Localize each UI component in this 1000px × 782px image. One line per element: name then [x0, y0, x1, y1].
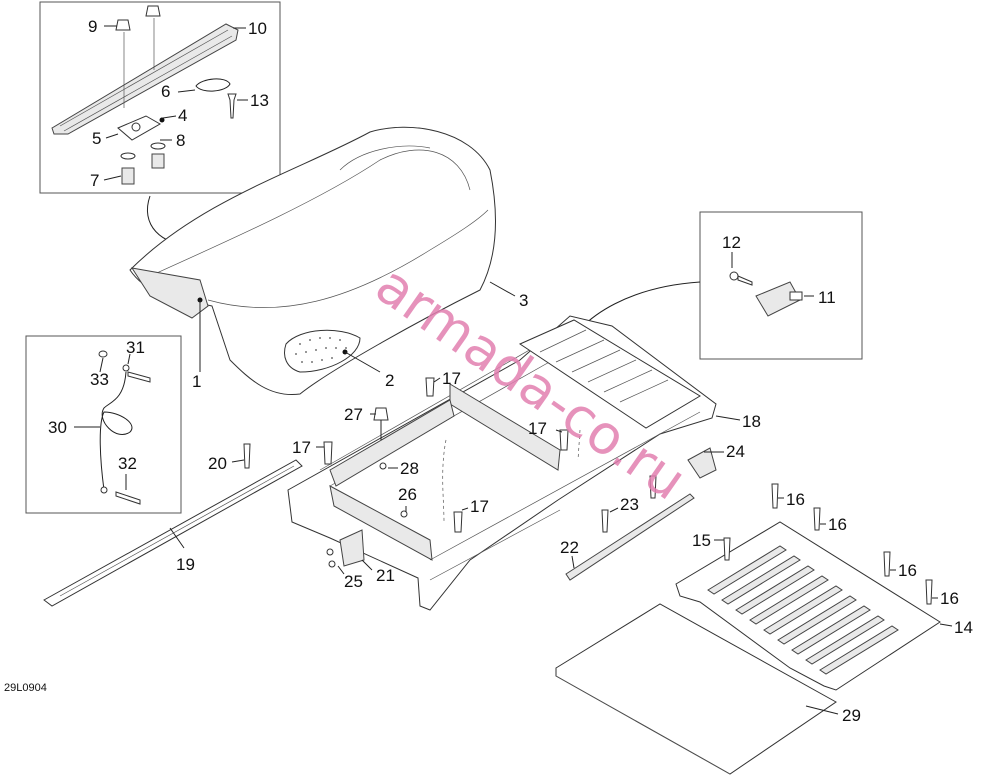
callout-23: 23	[620, 495, 639, 514]
callout-17a: 17	[442, 369, 461, 388]
callout-17c: 17	[528, 419, 547, 438]
callout-4: 4	[178, 106, 187, 125]
detail-box-tether	[25, 335, 182, 514]
callout-3: 3	[519, 291, 528, 310]
callout-17b: 17	[292, 438, 311, 457]
callout-16d: 16	[940, 589, 959, 608]
callout-13: 13	[250, 91, 269, 110]
side-rail	[43, 443, 303, 607]
callout-15: 15	[692, 531, 711, 550]
callout-16a: 16	[786, 490, 805, 509]
callout-14: 14	[954, 618, 973, 637]
callout-12: 12	[722, 233, 741, 252]
callout-24: 24	[726, 442, 745, 461]
callout-2: 2	[385, 371, 394, 390]
rack-panel	[675, 483, 953, 691]
callout-29: 29	[842, 706, 861, 725]
seat-assembly	[129, 126, 516, 396]
callout-7: 7	[90, 171, 99, 190]
mat	[555, 603, 839, 775]
callout-16c: 16	[898, 561, 917, 580]
callout-30: 30	[48, 418, 67, 437]
diagram-code: 29L0904	[4, 682, 47, 694]
callout-labels: 1 2 3 4 5 6 7 8 9 10 11 12 13 14 15 16 1…	[48, 17, 973, 725]
callout-9: 9	[88, 17, 97, 36]
callout-22: 22	[560, 538, 579, 557]
trim-strips	[565, 447, 724, 581]
storage-frame	[287, 315, 741, 611]
callout-31: 31	[126, 338, 145, 357]
callout-8: 8	[176, 131, 185, 150]
callout-16b: 16	[828, 515, 847, 534]
callout-26: 26	[398, 485, 417, 504]
callout-17d: 17	[470, 497, 489, 516]
callout-20: 20	[208, 454, 227, 473]
callout-18: 18	[742, 412, 761, 431]
callout-10: 10	[248, 19, 267, 38]
detail-box-handle	[39, 1, 281, 250]
callout-21: 21	[376, 566, 395, 585]
callout-27: 27	[344, 405, 363, 424]
callout-33: 33	[90, 370, 109, 389]
callout-1: 1	[192, 372, 201, 391]
callout-6: 6	[161, 82, 170, 101]
callout-28: 28	[400, 459, 419, 478]
callout-11: 11	[818, 288, 836, 307]
callout-19: 19	[176, 555, 195, 574]
callout-5: 5	[92, 129, 101, 148]
callout-25: 25	[344, 572, 363, 591]
callout-32: 32	[118, 454, 137, 473]
